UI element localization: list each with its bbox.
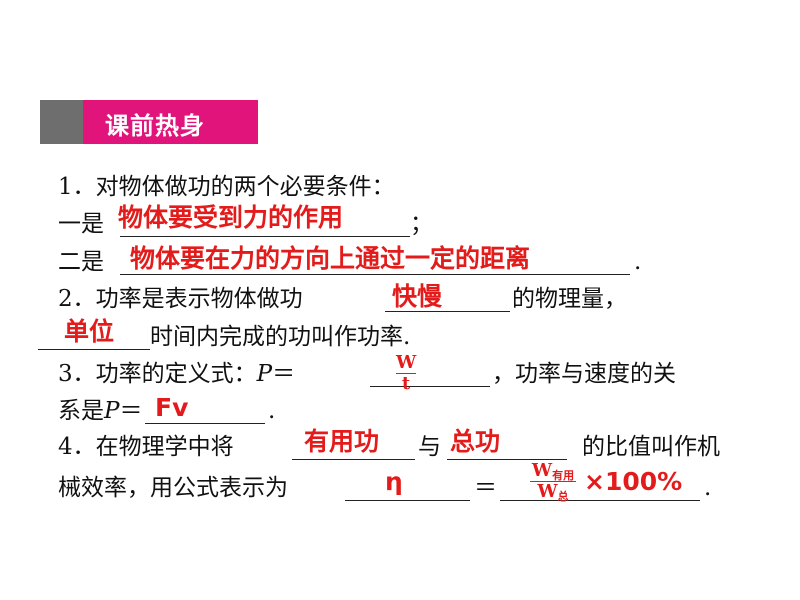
question-2-text-a: 2．功率是表示物体做功: [58, 286, 303, 312]
q1-line2-suffix: ；: [410, 211, 433, 237]
question-4-text-a: 4．在物理学中将: [58, 434, 234, 460]
question-4-text-d: 械效率，用公式表示为: [58, 475, 288, 501]
fraction-denominator: t: [401, 373, 411, 394]
fraction-bar: [396, 373, 416, 374]
w: W: [531, 460, 553, 481]
q3-answer-2: Fv: [155, 393, 189, 422]
question-3-text-c: 系是P＝: [58, 397, 142, 425]
q4-blank-3: [345, 500, 470, 501]
q4-answer-2: 总功: [450, 427, 501, 456]
q4-end: .: [704, 475, 712, 501]
q1-answer-1: 物体要受到力的作用: [118, 203, 344, 232]
question-2-text-b: 的物理量，: [512, 286, 627, 312]
var-p: P: [104, 398, 120, 424]
q4-blank-4: [500, 500, 700, 501]
var-p: P: [256, 361, 273, 387]
question-4-text-b: 与: [418, 434, 441, 460]
q1-blank-1: [120, 236, 410, 237]
q3-answer-fraction: W t: [396, 354, 416, 393]
q1-blank-2: [120, 274, 630, 275]
q4-blank-2: [447, 459, 567, 460]
question-2-text-c: 时间内完成的功叫作功率.: [150, 324, 411, 350]
w: W: [537, 481, 558, 502]
q2-answer-1: 快慢: [392, 282, 443, 311]
fraction-bar: [530, 481, 576, 482]
q2-blank-1: [385, 311, 510, 312]
q1-line3-suffix: .: [634, 249, 642, 275]
times-100-percent: ×100%: [584, 467, 683, 496]
question-4-text-c: 的比值叫作机: [582, 434, 720, 460]
q3-label: 3．功率的定义式：: [58, 361, 257, 387]
fraction-numerator: W: [396, 352, 417, 373]
q4-answer-1: 有用功: [304, 427, 380, 456]
q4-blank-1: [292, 459, 415, 460]
q1-line2-prefix: 一是: [58, 211, 104, 237]
section-title: 课前热身: [105, 112, 205, 140]
equals: ＝: [272, 361, 296, 387]
q4-answer-3: η: [385, 467, 403, 496]
question-3-text-a: 3．功率的定义式：P＝: [58, 360, 295, 388]
q3-blank-1: [370, 386, 490, 387]
fraction-denominator: W总: [530, 481, 576, 503]
q2-blank-2: [38, 349, 150, 350]
subscript-useful: 有用: [552, 469, 575, 482]
subscript-total: 总: [557, 490, 569, 503]
q1-answer-2: 物体要在力的方向上通过一定的距离: [130, 244, 531, 273]
efficiency-fraction: W有用 W总: [530, 460, 576, 503]
question-3-text-b: ，功率与速度的关: [492, 361, 676, 387]
q1-line3-prefix: 二是: [58, 249, 104, 275]
q2-answer-2: 单位: [64, 317, 115, 346]
q3-end: .: [268, 398, 276, 424]
q4-equals: ＝: [474, 475, 497, 501]
fraction-numerator: W有用: [530, 460, 576, 482]
q3-blank-2: [145, 423, 265, 424]
section-banner: 课前热身: [40, 100, 258, 144]
equals: ＝: [119, 398, 143, 424]
q3-prefix: 系是: [58, 398, 104, 424]
banner-accent-block: [40, 100, 83, 144]
question-1-text: 1．对物体做功的两个必要条件：: [58, 174, 395, 200]
